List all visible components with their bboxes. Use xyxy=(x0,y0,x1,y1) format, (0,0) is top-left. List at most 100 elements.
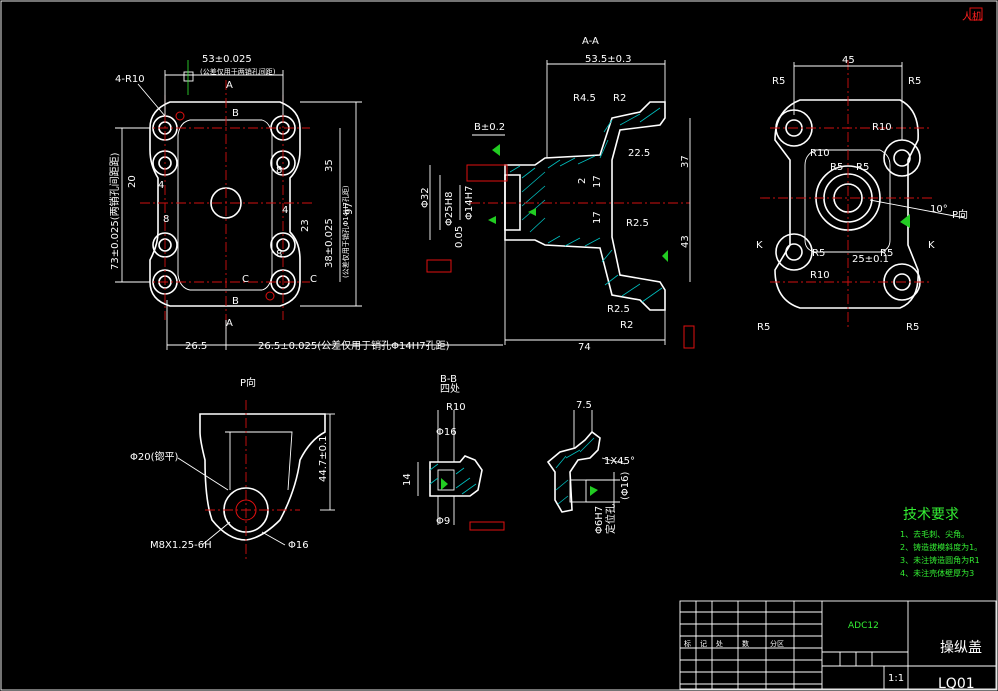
title-scale: 1:1 xyxy=(888,673,904,684)
detailb-outline xyxy=(429,455,483,497)
section-d17b: 17 xyxy=(592,211,603,224)
corner-mark-text: 人机 xyxy=(962,10,982,23)
pin-hole-bottom xyxy=(265,291,275,301)
detailc-phi6: Φ6H7 xyxy=(594,506,605,534)
detailb-phi16: Φ16 xyxy=(436,427,457,438)
section-tol: 0.05 xyxy=(454,226,465,248)
tech-requirements: 技术要求 1、去毛刺、尖角。 2、铸造拔模斜度为1。 3、未注铸造圆角为R1 4… xyxy=(900,507,982,578)
section-phi32: Φ32 xyxy=(420,187,431,208)
title-block: ADC12 操纵盖 LQ01 1:1 标 记 处 数 分区 xyxy=(679,600,997,691)
detail-c: 7.5 1X45° (Φ16) Φ6H7 定位孔 xyxy=(546,400,635,534)
front-d23: 23 xyxy=(300,219,311,232)
pview-phi16: Φ16 xyxy=(288,540,309,551)
section-bore xyxy=(504,174,521,231)
pview-phi20: Φ20(锪平) xyxy=(130,450,178,463)
detail-b: B-B 四处 R10 Φ16 14 Φ9 xyxy=(402,374,505,531)
front-r10-label: 4-R10 xyxy=(115,74,145,85)
front-top-note: (公差仅用于两销孔间距) xyxy=(200,67,276,76)
detailb-sub: 四处 xyxy=(440,383,460,395)
section-red-tag2 xyxy=(426,259,452,273)
section-b02: B±0.2 xyxy=(474,122,505,133)
pview-title: P向 xyxy=(240,376,256,389)
detailb-d14: 14 xyxy=(402,473,413,486)
section-r2b: R2 xyxy=(620,320,633,331)
section-phi14: Φ14H7 xyxy=(464,186,475,220)
front-d8b: 8 xyxy=(276,165,282,176)
front-a-bot: A xyxy=(226,318,233,329)
front-c2: C xyxy=(310,274,317,285)
front-d38-note: (公差仅用于销孔Φ14H7孔距) xyxy=(341,185,350,278)
title-col-4: 数 xyxy=(742,639,749,648)
right-r5h: R5 xyxy=(812,248,825,259)
section-red-tag3 xyxy=(683,325,695,349)
section-hatch xyxy=(509,107,663,303)
right-roughness xyxy=(900,214,910,228)
p-view: P向 Φ20(锪平) 44.7±0.1 M8X1.25-6H Φ16 xyxy=(130,376,335,560)
detailc-chamfer: 1X45° xyxy=(604,456,635,467)
front-bottom-left: 26.5 xyxy=(185,341,207,352)
roughness-mark-4 xyxy=(662,250,668,262)
section-d37: 37 xyxy=(680,155,691,168)
section-d53: 53.5±0.3 xyxy=(585,54,632,65)
title-col-1: 标 xyxy=(684,639,691,648)
title-col-2: 记 xyxy=(700,640,707,648)
front-top-dim: 53±0.025 xyxy=(202,54,252,65)
front-a-top: A xyxy=(226,80,233,91)
right-r10b: R10 xyxy=(810,148,830,159)
pview-inner xyxy=(225,431,293,491)
roughness-mark-3 xyxy=(488,216,496,224)
tech-req-item-1: 1、去毛刺、尖角。 xyxy=(900,529,969,539)
right-r5d: R5 xyxy=(856,162,869,173)
title-drawing-no: LQ01 xyxy=(938,676,975,691)
detailc-d75: 7.5 xyxy=(576,400,592,411)
front-left-dim: 73±0.025(两销孔间距距) xyxy=(108,152,121,270)
pin-hole-top xyxy=(175,111,185,121)
front-d8a: 8 xyxy=(163,214,169,225)
detailb-title: B-B xyxy=(440,374,457,385)
section-r25b: R2.5 xyxy=(607,304,630,315)
section-outline xyxy=(504,101,666,311)
section-r25a: R2.5 xyxy=(626,218,649,229)
right-r10a: R10 xyxy=(872,122,892,133)
right-d25: 25±0.1 xyxy=(852,254,889,265)
roughness-mark-2 xyxy=(528,208,536,216)
front-d97: 97 xyxy=(344,202,355,215)
right-boss-bl xyxy=(775,233,813,271)
section-d225: 22.5 xyxy=(628,148,650,159)
front-outer-outline xyxy=(149,101,301,307)
roughness-mark-1 xyxy=(492,144,500,156)
front-d4a: 4 xyxy=(158,180,164,191)
title-col-5: 分区 xyxy=(770,639,784,648)
title-part-name: 操纵盖 xyxy=(940,640,982,656)
right-pview: P向 xyxy=(952,208,968,221)
detailb-r10: R10 xyxy=(446,402,466,413)
right-r5c: R5 xyxy=(830,162,843,173)
right-k1: K xyxy=(756,240,763,251)
right-r5f: R5 xyxy=(757,322,770,333)
section-title: A-A xyxy=(582,36,599,47)
right-k2: K xyxy=(928,240,935,251)
front-view: 4-R10 53±0.025 (公差仅用于两销孔间距) 73±0.025(两销孔… xyxy=(108,54,503,352)
right-r5g: R5 xyxy=(906,322,919,333)
detailb-roughness xyxy=(441,478,448,490)
detailb-red-tag xyxy=(469,521,505,531)
pview-outline xyxy=(199,413,326,541)
corner-mark: 人机 xyxy=(962,7,983,23)
detailc-phi16: (Φ16) xyxy=(620,472,631,500)
section-d43: 43 xyxy=(680,235,691,248)
section-r2: R2 xyxy=(613,93,626,104)
right-d45: 45 xyxy=(842,55,855,66)
section-d17a: 17 xyxy=(592,175,603,188)
tech-req-heading: 技术要求 xyxy=(903,507,959,523)
right-r10c: R10 xyxy=(810,270,830,281)
detailc-roughness xyxy=(590,486,598,496)
tech-req-item-4: 4、未注壳体壁厚为3 xyxy=(900,568,974,578)
front-d8c: 8 xyxy=(276,249,282,260)
front-d35: 35 xyxy=(324,159,335,172)
title-material: ADC12 xyxy=(848,621,879,631)
front-c1: C xyxy=(242,274,249,285)
section-d74: 74 xyxy=(578,342,591,353)
right-r5a: R5 xyxy=(772,76,785,87)
